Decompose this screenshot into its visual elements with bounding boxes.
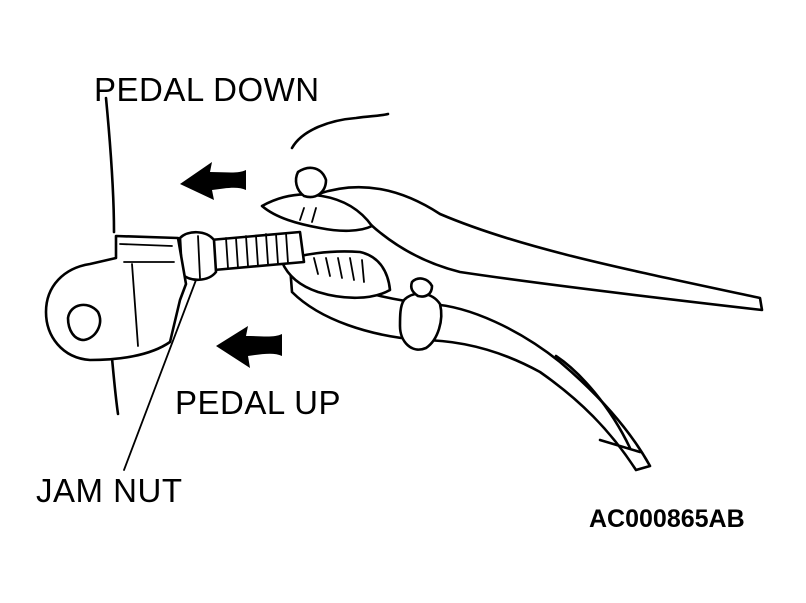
clevis-slot — [119, 243, 175, 347]
plier-pivot — [398, 292, 443, 351]
jam-nut-label: JAM NUT — [36, 472, 183, 509]
plier-upper-handle — [316, 185, 764, 312]
plier-screw — [294, 166, 328, 199]
pedal-down-label: PEDAL DOWN — [94, 71, 320, 108]
figure-code: AC000865AB — [589, 505, 745, 533]
pedal-arm-edge — [104, 96, 120, 416]
clevis-body — [44, 234, 188, 362]
plier-pivot-top — [409, 277, 434, 298]
pedal-up-label: PEDAL UP — [175, 384, 342, 421]
jam-nut-body — [178, 230, 218, 282]
jam-nut-face — [197, 235, 201, 279]
jaw-teeth — [299, 207, 365, 283]
pedal-up-arrow-icon — [216, 326, 282, 368]
clevis-pin — [66, 303, 102, 342]
pedal-down-arrow-icon — [180, 162, 246, 200]
pedal-linkage-shape — [290, 112, 390, 150]
jam-nut-leader-line — [123, 279, 197, 471]
rod-threads — [225, 232, 289, 269]
plier-sleeve-line — [554, 354, 642, 454]
